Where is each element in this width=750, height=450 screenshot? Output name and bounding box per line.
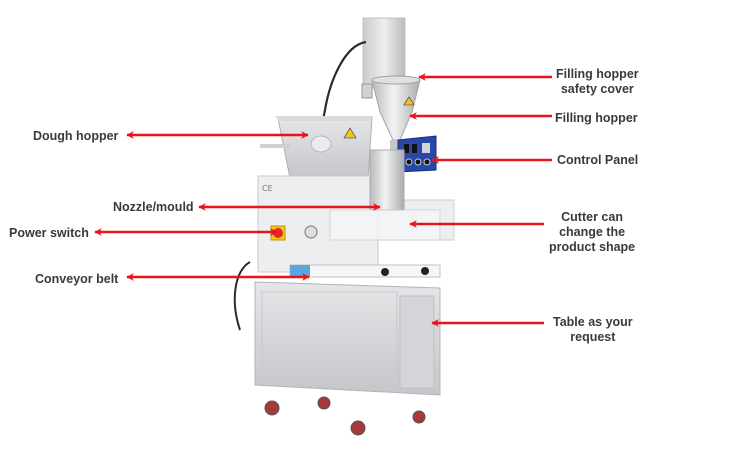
label-power-switch: Power switch <box>9 226 89 240</box>
annotation-arrows <box>94 73 552 327</box>
caster-wheels <box>264 396 426 436</box>
label-line: Cutter can <box>561 210 623 224</box>
label-line: request <box>570 330 616 344</box>
label-line: safety cover <box>560 82 634 96</box>
label-line: change the <box>559 225 626 239</box>
label-cutter: Cutter can change the product shape <box>549 210 635 255</box>
label-control-panel: Control Panel <box>557 153 639 167</box>
table-cabinet <box>254 281 441 396</box>
label-line: product shape <box>549 240 636 254</box>
label-table: Table as your request <box>553 315 633 345</box>
ce-mark: CE <box>262 184 273 193</box>
label-filling-hopper-safety-cover: Filling hopper safety cover <box>556 67 639 97</box>
label-conveyor-belt: Conveyor belt <box>35 272 119 286</box>
label-line: Filling hopper <box>556 67 639 81</box>
label-dough-hopper: Dough hopper <box>33 129 119 143</box>
label-filling-hopper: Filling hopper <box>555 111 638 125</box>
label-nozzle-mould: Nozzle/mould <box>113 200 194 214</box>
label-line: Table as your <box>553 315 633 329</box>
conveyor-belt-body <box>289 264 441 278</box>
filling-hopper-cone <box>371 79 421 141</box>
